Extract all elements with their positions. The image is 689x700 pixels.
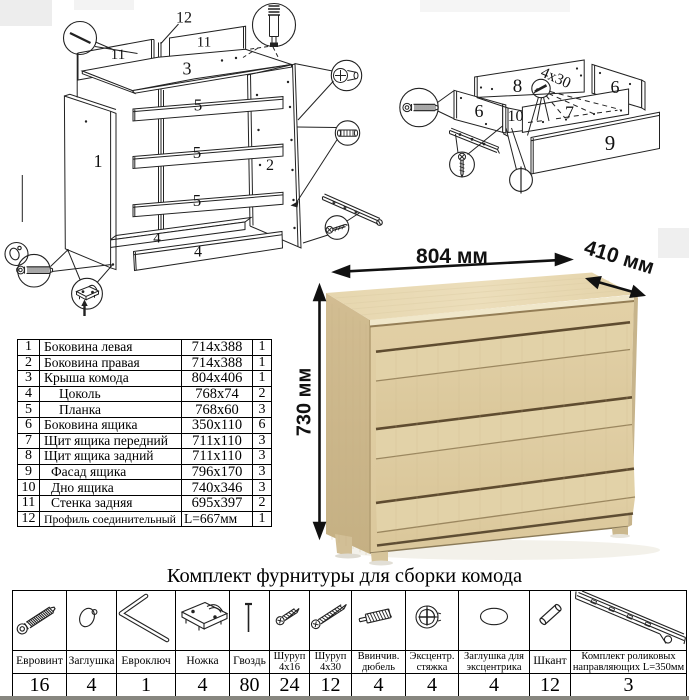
svg-text:10: 10 [508, 108, 524, 125]
svg-text:730 мм: 730 мм [294, 368, 316, 437]
svg-text:11: 11 [197, 35, 211, 51]
svg-text:9: 9 [605, 131, 616, 155]
svg-text:5: 5 [194, 96, 203, 115]
svg-text:6: 6 [475, 101, 484, 121]
svg-text:2: 2 [266, 157, 274, 174]
svg-text:1: 1 [94, 151, 103, 171]
svg-text:4: 4 [194, 244, 202, 261]
svg-text:410 мм: 410 мм [581, 236, 657, 279]
svg-text:4: 4 [153, 231, 161, 247]
svg-text:12: 12 [176, 10, 192, 27]
svg-text:8: 8 [513, 76, 523, 97]
svg-text:7: 7 [565, 103, 574, 123]
svg-text:4х30: 4х30 [538, 64, 573, 92]
svg-text:6: 6 [611, 77, 620, 97]
svg-text:5: 5 [193, 191, 202, 210]
svg-text:804 мм: 804 мм [416, 245, 488, 268]
svg-text:5: 5 [193, 143, 202, 162]
svg-text:11: 11 [111, 47, 125, 63]
svg-text:3: 3 [183, 59, 192, 79]
